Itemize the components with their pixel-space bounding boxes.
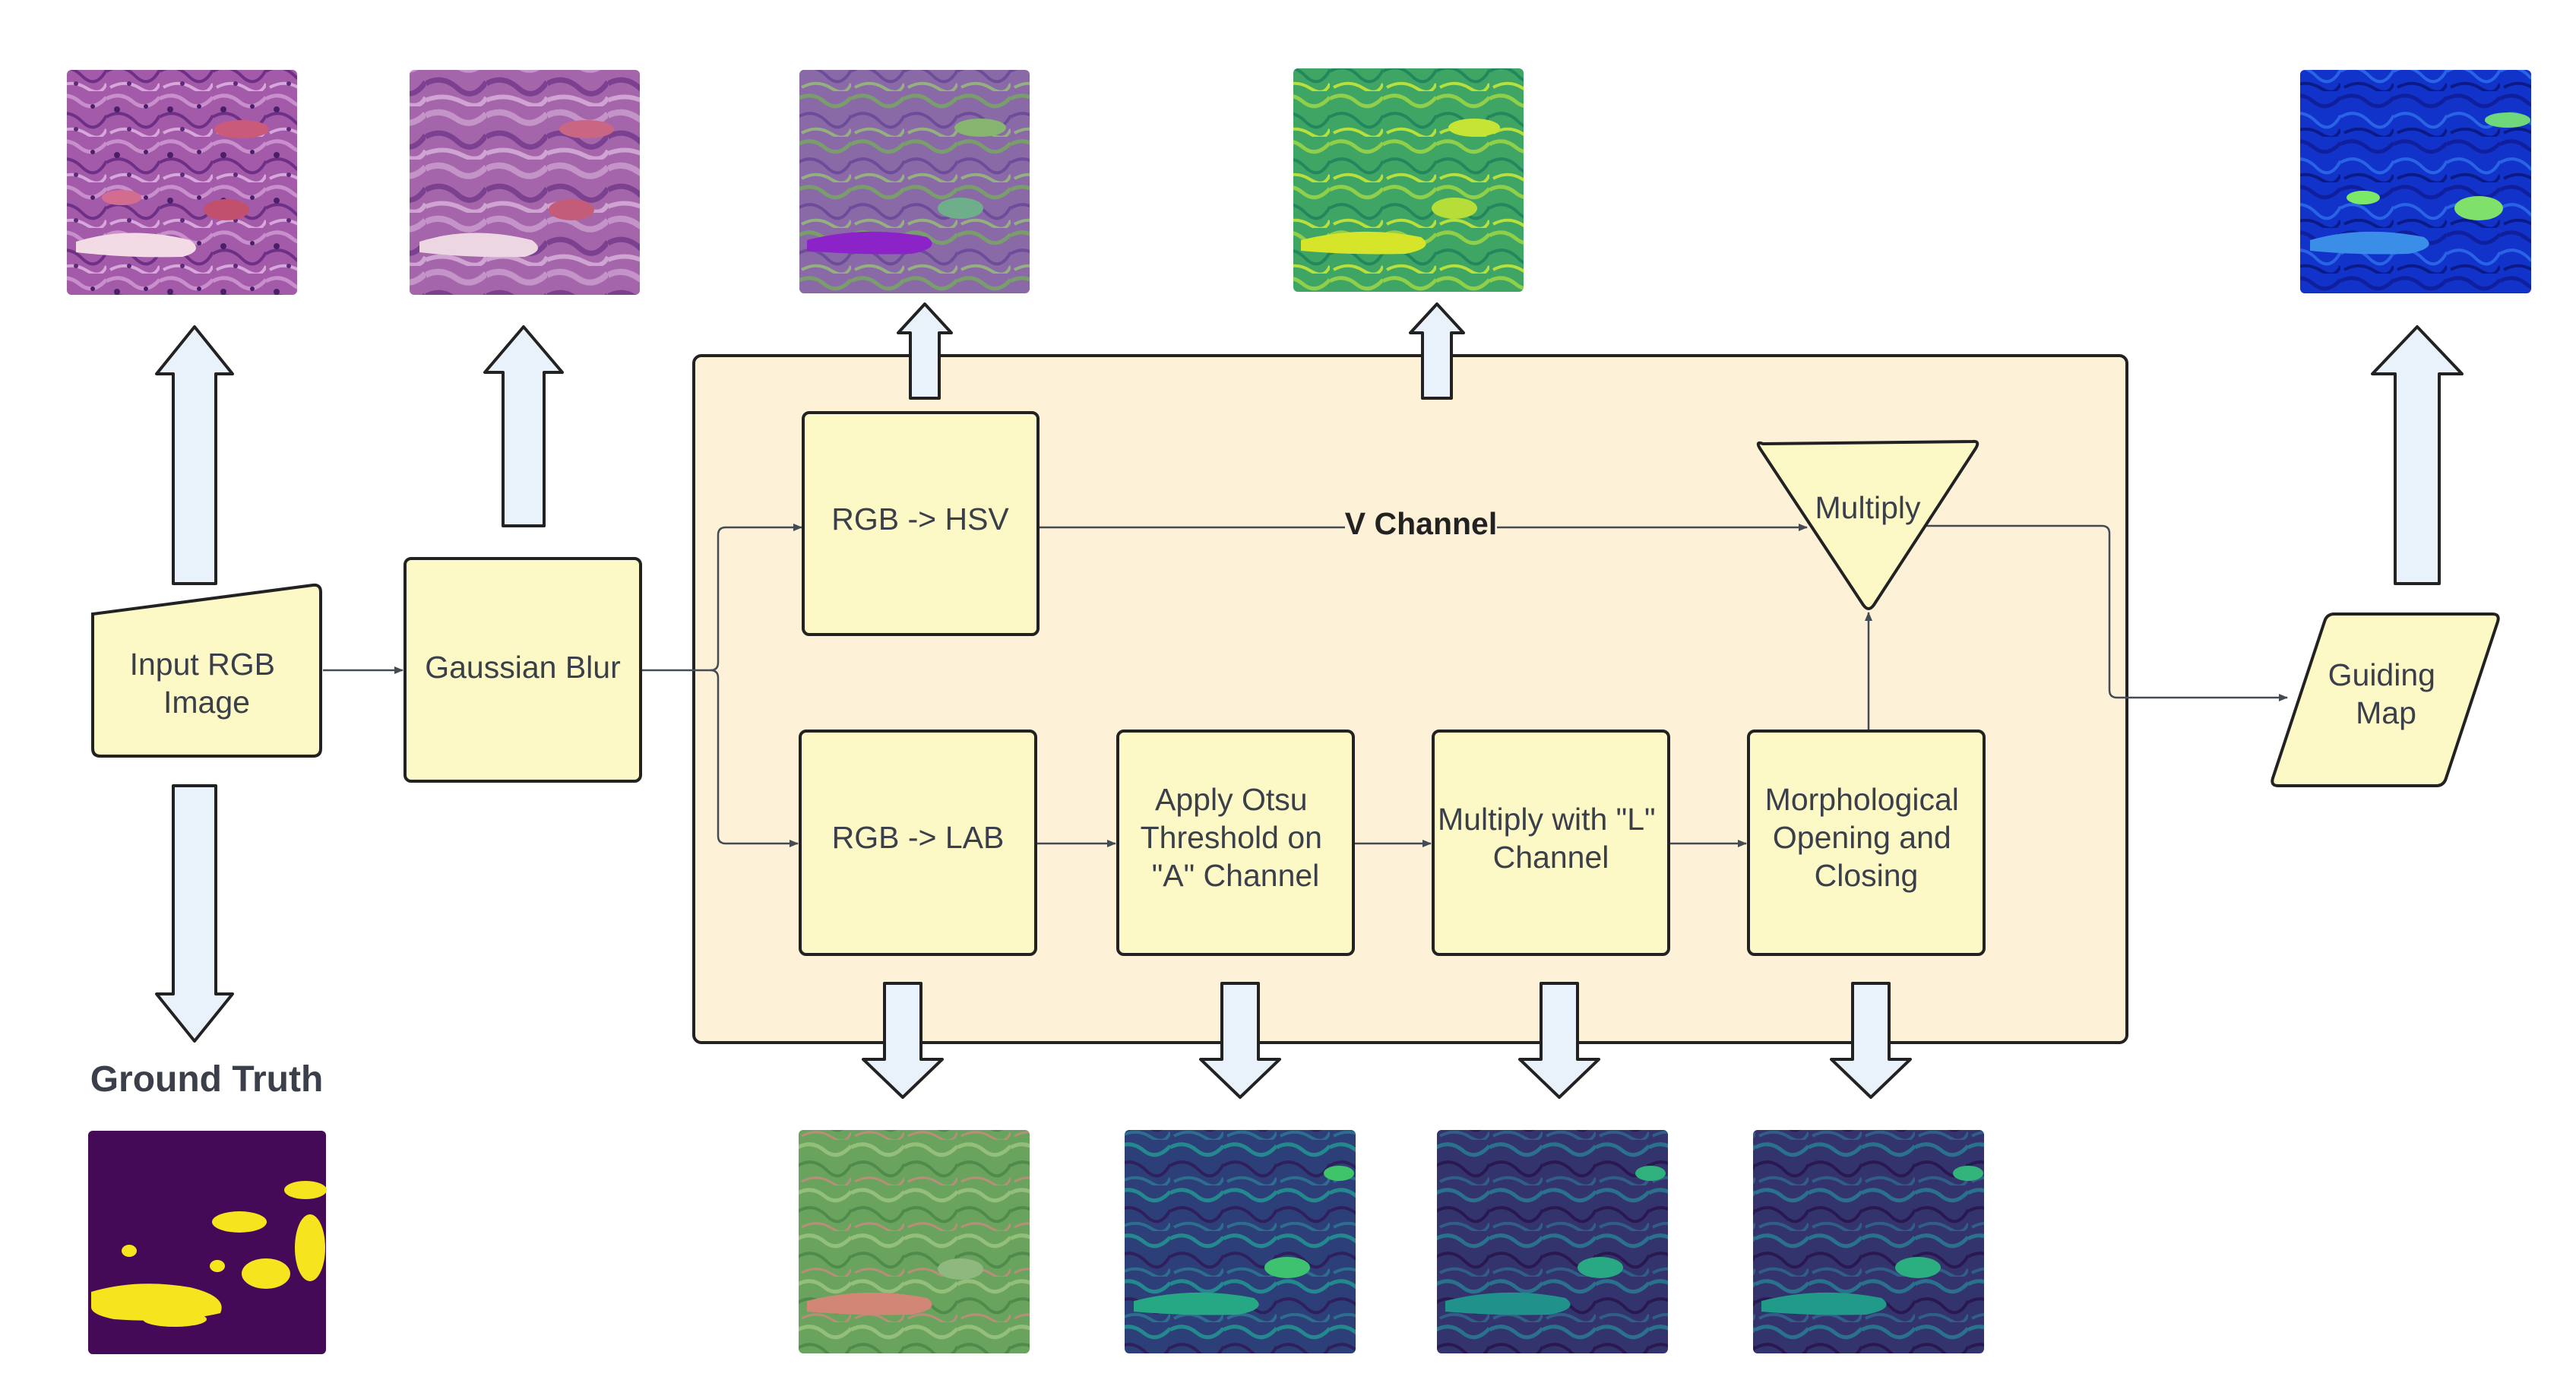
ground-truth-label: Ground Truth [90, 1059, 324, 1100]
hsv-image-thumbnail [799, 70, 1030, 293]
block-arrow-up-guiding [2371, 325, 2464, 585]
block-arrow-up-hsv [897, 302, 953, 400]
multiply-node [1756, 439, 1979, 610]
guiding-map-image-thumbnail [2300, 70, 2531, 293]
v-channel-label: V Channel [1345, 506, 1497, 541]
block-arrow-down-otsu [1199, 982, 1281, 1099]
block-arrow-down-multiply-l [1518, 982, 1600, 1099]
multiply-label: Multiply [1815, 490, 1921, 525]
input-rgb-node [91, 583, 322, 758]
input-rgb-image-thumbnail [67, 70, 297, 295]
rgb-to-lab-node [799, 730, 1037, 956]
guiding-map-label: Guiding Map [2328, 657, 2445, 730]
guiding-map-node [2271, 612, 2500, 787]
block-arrow-down-lab [862, 982, 944, 1099]
block-arrow-down-ground-truth [155, 784, 234, 1043]
block-arrow-up-v-channel [1409, 302, 1465, 400]
input-rgb-label: Input RGB Image [130, 647, 284, 720]
ground-truth-mask [88, 1131, 327, 1354]
v-channel-image-thumbnail [1293, 68, 1524, 292]
edge-blur-to-lab [710, 669, 799, 847]
gaussian-blur-node [403, 557, 642, 783]
morphology-image-thumbnail [1753, 1130, 1984, 1353]
morphology-node [1747, 730, 1986, 956]
multiply-l-node [1432, 730, 1670, 956]
gaussian-blur-label: Gaussian Blur [425, 650, 621, 685]
rgb-to-hsv-node [802, 411, 1040, 636]
otsu-threshold-node [1116, 730, 1355, 956]
edge-multiply-to-guiding [1926, 524, 2288, 701]
multiply-l-image-thumbnail [1437, 1130, 1668, 1353]
morphology-label: Morphological Opening and Closing [1765, 782, 1968, 893]
multiply-l-label: Multiply with "L" Channel [1438, 802, 1664, 875]
rgb-to-hsv-label: RGB -> HSV [831, 502, 1009, 536]
rgb-to-lab-label: RGB -> LAB [832, 820, 1005, 855]
block-arrow-up-input [155, 325, 234, 585]
v-channel-label-bg [1345, 506, 1497, 544]
gaussian-blur-image-thumbnail [410, 70, 640, 295]
block-arrow-down-morphology [1830, 982, 1912, 1099]
otsu-threshold-label: Apply Otsu Threshold on "A" Channel [1141, 782, 1331, 893]
otsu-image-thumbnail [1125, 1130, 1356, 1353]
block-arrow-up-blur [483, 325, 564, 527]
lab-image-thumbnail [799, 1130, 1030, 1353]
